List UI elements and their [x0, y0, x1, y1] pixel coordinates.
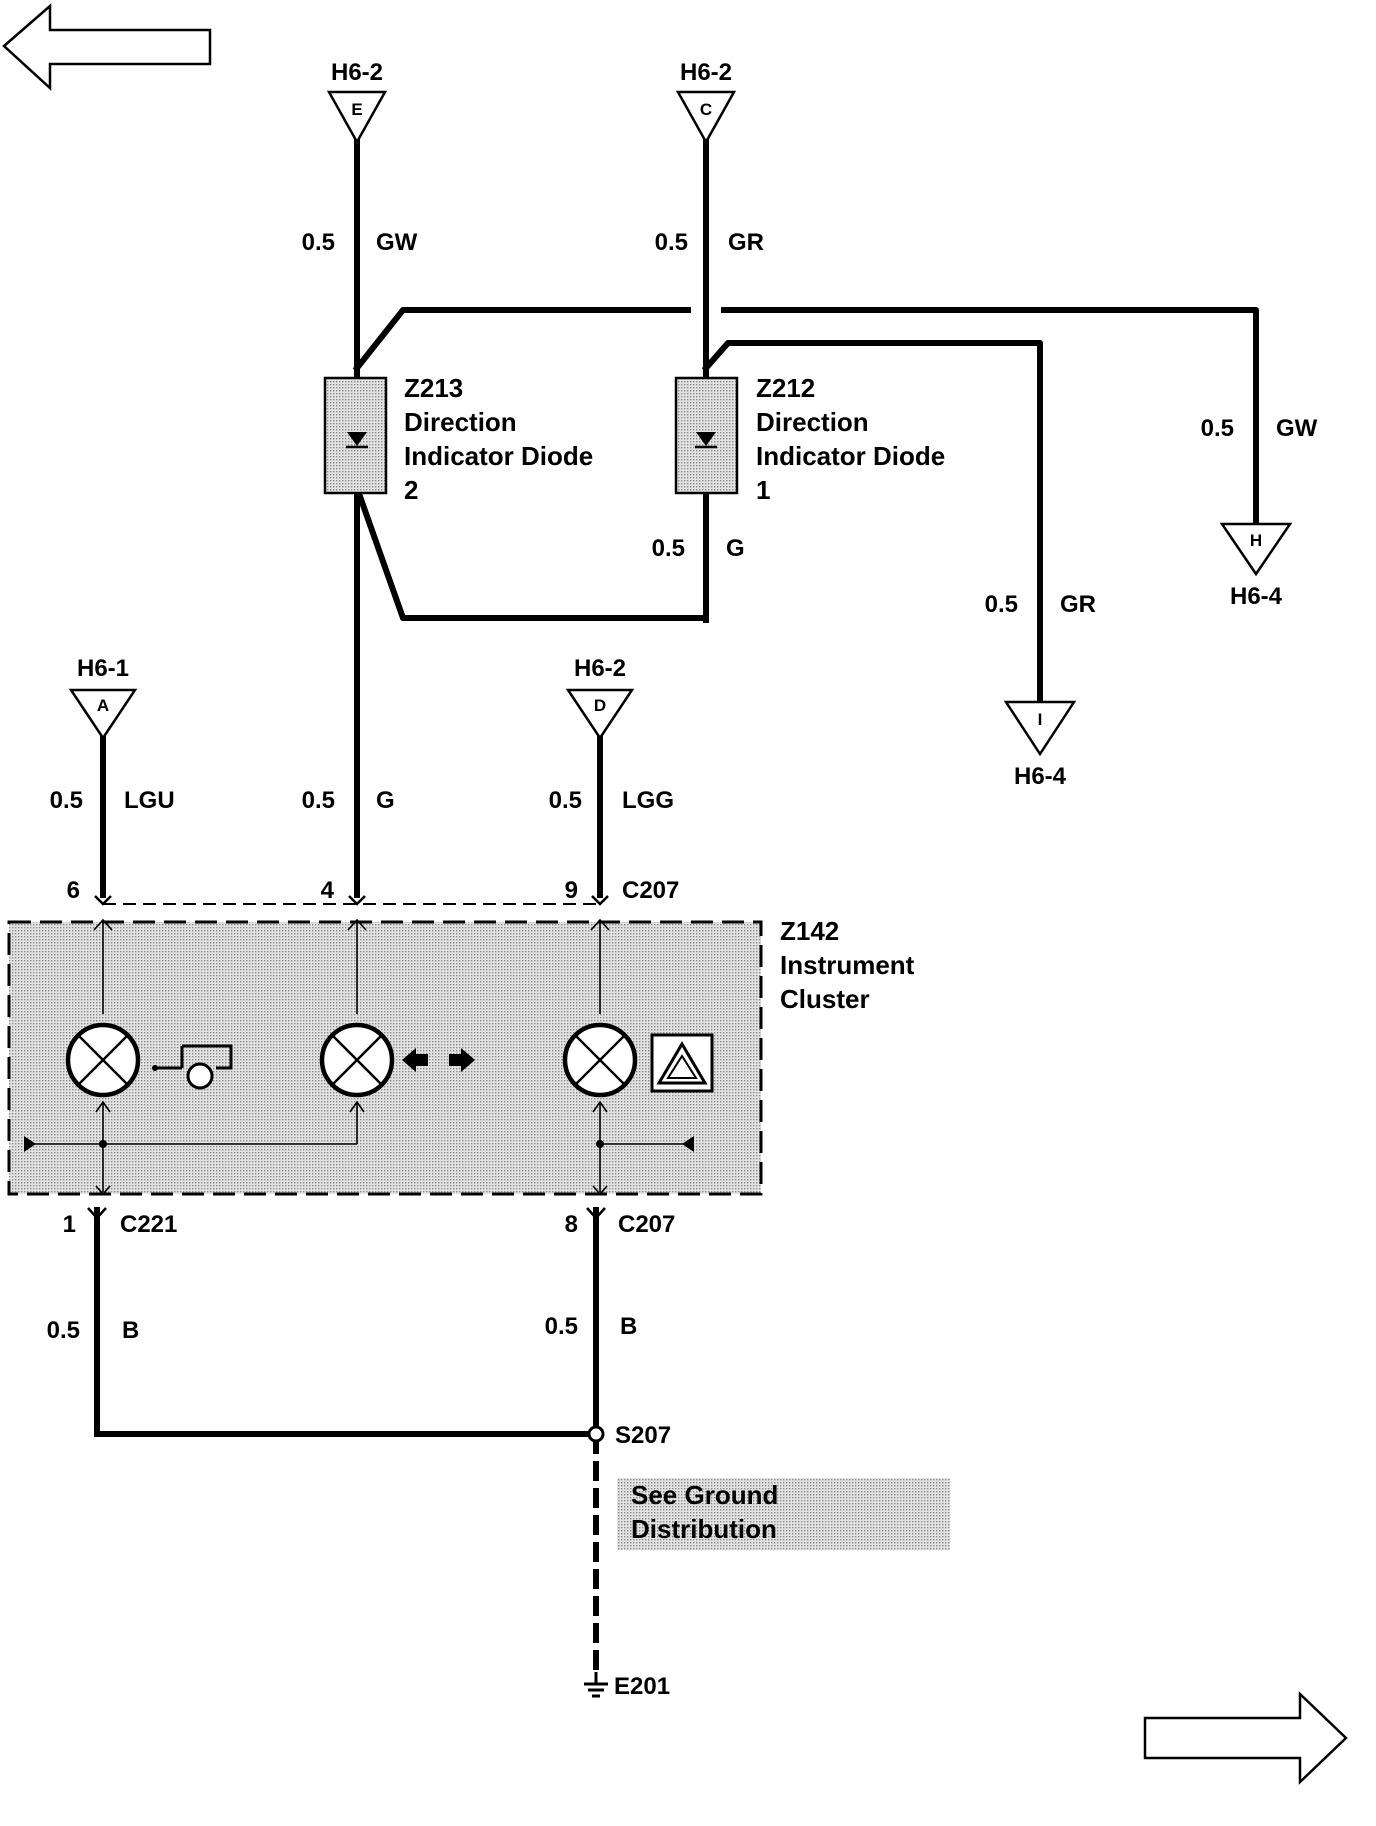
wire-gauge: 0.5 [985, 591, 1018, 618]
diode-icon [346, 432, 368, 449]
connector-label: H6-1 [77, 655, 129, 682]
connector-id: C221 [120, 1211, 177, 1238]
trailer-icon [152, 1044, 233, 1090]
component-name: 1 [756, 475, 770, 505]
component-name: Indicator Diode [404, 441, 593, 471]
connector-h6-2-c: H6-2 C [675, 59, 737, 145]
wire-gauge: 0.5 [655, 229, 688, 256]
component-id: Z142 [780, 916, 839, 946]
note-line: See Ground [631, 1480, 778, 1510]
connector-id: C207 [622, 877, 679, 904]
diode-icon [695, 432, 717, 449]
connector-h6-4-i: I H6-4 [1003, 700, 1077, 790]
wire-color: LGG [622, 787, 674, 814]
component-name: Instrument [780, 950, 915, 980]
bulb-icon [319, 1022, 395, 1098]
wire-gauge: 0.5 [549, 787, 582, 814]
connector-h6-1-a: H6-1 A [68, 655, 138, 741]
wire-gauge: 0.5 [50, 787, 83, 814]
connector-pin: C [700, 100, 712, 119]
turn-arrows-icon [402, 1048, 475, 1072]
cavity-number: 8 [565, 1211, 578, 1238]
connector-id: C207 [618, 1211, 675, 1238]
connector-label: H6-4 [1014, 763, 1067, 790]
connector-h6-4-h: H H6-4 [1219, 522, 1293, 610]
cavity-number: 6 [67, 877, 80, 904]
splice-s207: S207 [587, 1422, 671, 1449]
wire-gauge: 0.5 [302, 229, 335, 256]
connector-label: H6-2 [574, 655, 626, 682]
wire-color: B [620, 1313, 637, 1340]
connector-pin: E [351, 100, 362, 119]
instrument-cluster-z142: Z142 Instrument Cluster [7, 916, 915, 1196]
connector-c207-bottom: 8 C207 [565, 1207, 675, 1238]
splice-label: S207 [615, 1422, 671, 1449]
connector-label: H6-4 [1230, 583, 1283, 610]
wire-color: GW [1276, 415, 1318, 442]
component-name: Direction [404, 407, 517, 437]
hazard-triangle-icon [650, 1033, 714, 1093]
ground-label: E201 [614, 1673, 670, 1700]
component-name: Indicator Diode [756, 441, 945, 471]
connector-label: H6-2 [680, 59, 732, 86]
wiring [94, 139, 1259, 1672]
connector-pin: D [594, 696, 606, 715]
wire-color: B [122, 1317, 139, 1344]
wire-color: G [726, 535, 745, 562]
connector-pin: I [1038, 710, 1043, 729]
diode-z212: Z212 Direction Indicator Diode 1 [674, 373, 945, 505]
cavity-number: 9 [565, 877, 578, 904]
bulb-icon [562, 1022, 638, 1098]
wire-gauge: 0.5 [47, 1317, 80, 1344]
connector-pin: A [97, 696, 109, 715]
wire-gauge: 0.5 [652, 535, 685, 562]
cavity-number: 4 [321, 877, 335, 904]
component-name: Direction [756, 407, 869, 437]
cavity-number: 1 [63, 1211, 76, 1238]
component-name: Cluster [780, 984, 870, 1014]
connector-pin: H [1250, 531, 1262, 550]
diode-z213: Z213 Direction Indicator Diode 2 [323, 373, 593, 505]
wire-gauge: 0.5 [302, 787, 335, 814]
ground-distribution-note[interactable]: See Ground Distribution [617, 1478, 950, 1550]
connector-label: H6-2 [331, 59, 383, 86]
component-name: 2 [404, 475, 418, 505]
connector-h6-2-d: H6-2 D [565, 655, 635, 741]
connector-h6-2-e: H6-2 E [326, 59, 388, 145]
wire-gauge: 0.5 [1201, 415, 1234, 442]
wire-color: GR [728, 229, 764, 256]
connector-chevrons [94, 895, 609, 906]
bulb-icon [65, 1022, 141, 1098]
component-id: Z213 [404, 373, 463, 403]
ground-icon [584, 1672, 608, 1698]
wire-color: GW [376, 229, 418, 256]
wire-color: G [376, 787, 395, 814]
wire-color: GR [1060, 591, 1096, 618]
right-arrow-icon[interactable] [1143, 1691, 1348, 1785]
wire-gauge: 0.5 [545, 1313, 578, 1340]
component-id: Z212 [756, 373, 815, 403]
note-line: Distribution [631, 1514, 777, 1544]
connector-c221: 1 C221 [63, 1207, 177, 1238]
left-arrow-icon[interactable] [2, 3, 212, 91]
wire-color: LGU [124, 787, 175, 814]
